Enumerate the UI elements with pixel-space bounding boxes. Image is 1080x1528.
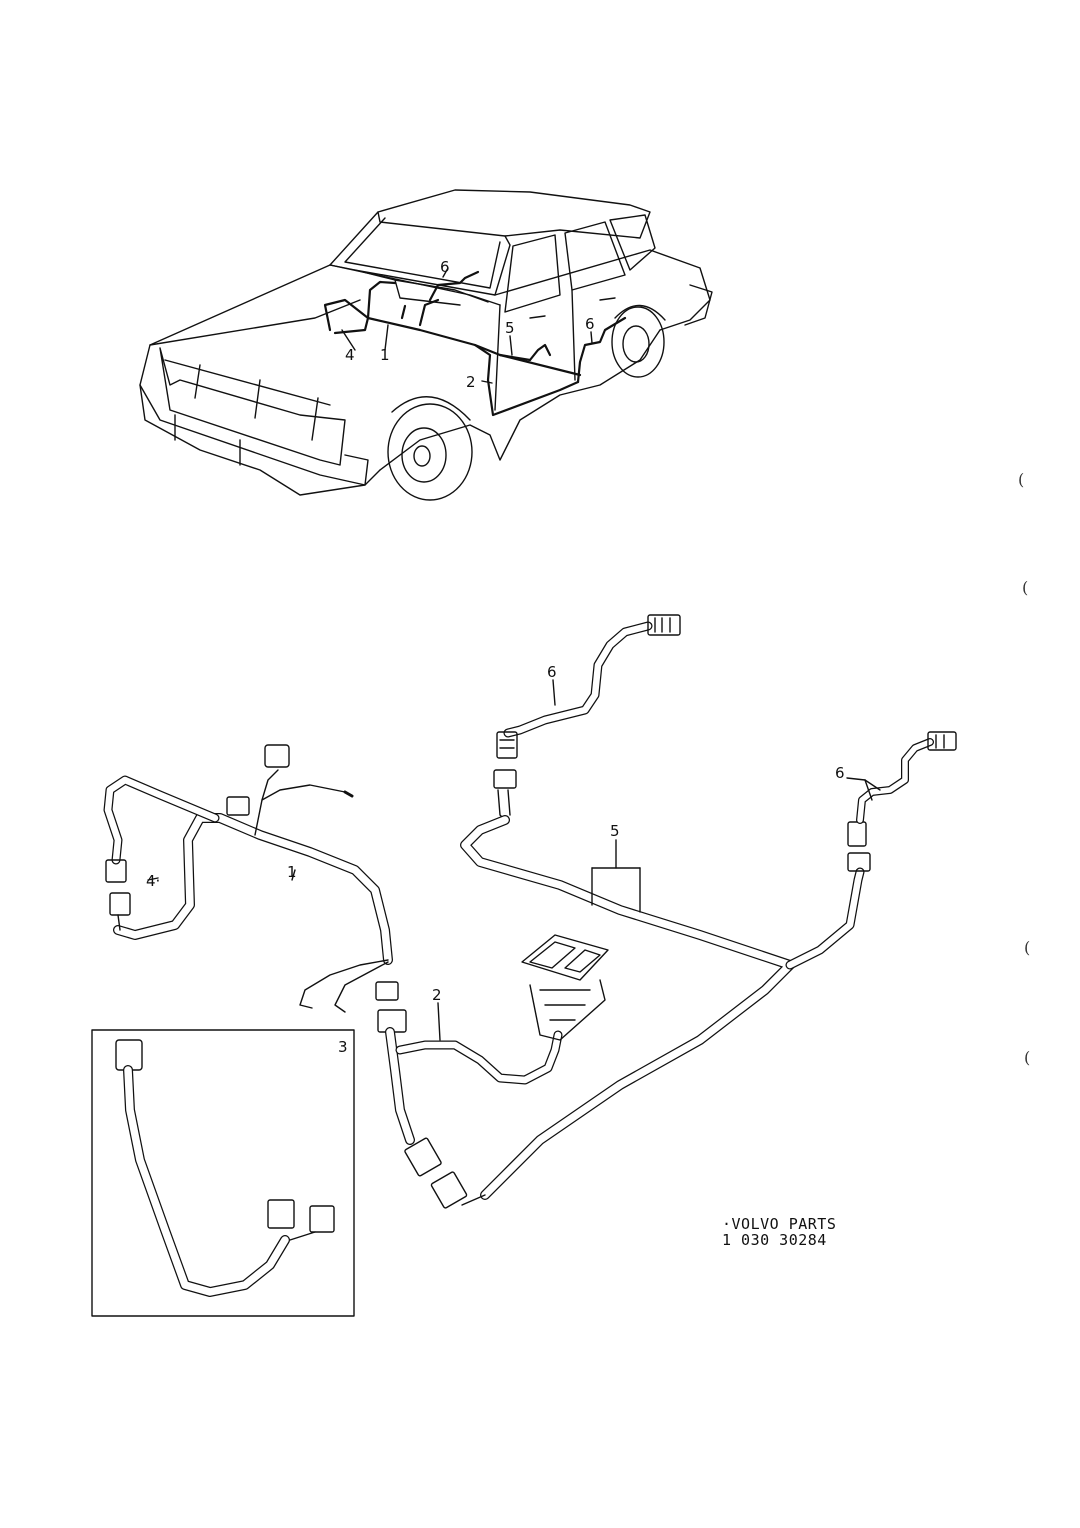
harness-label-5: 5 [610, 822, 620, 840]
car-label-1: 1 [380, 346, 390, 364]
caption-brand: ·VOLVO PARTS [722, 1215, 837, 1233]
harness-label-3: 3 [338, 1038, 348, 1056]
car-label-4: 4 [345, 346, 355, 364]
car-label-5: 5 [505, 319, 515, 337]
harness-label-6-top: 6 [547, 663, 557, 681]
harness-label-2: 2 [432, 986, 442, 1004]
caption-number: 1 030 30284 [722, 1231, 827, 1249]
harness-illustration [91, 614, 957, 1317]
margin-mark: ( [1018, 470, 1025, 489]
harness-label-1: 1 [287, 863, 297, 881]
car-illustration [139, 189, 713, 501]
part-number-caption: ·VOLVO PARTS 1 030 30284 [722, 1216, 836, 1248]
harness-label-4: 4· [146, 872, 160, 890]
margin-mark: ( [1024, 1048, 1031, 1067]
margin-mark: ( [1024, 938, 1031, 957]
harness-label-6-right: 6 [835, 764, 845, 782]
car-label-2: 2 [466, 373, 476, 391]
car-label-6-right: 6 [585, 315, 595, 333]
margin-mark: ( [1022, 578, 1029, 597]
car-label-6-top: 6 [440, 258, 450, 276]
